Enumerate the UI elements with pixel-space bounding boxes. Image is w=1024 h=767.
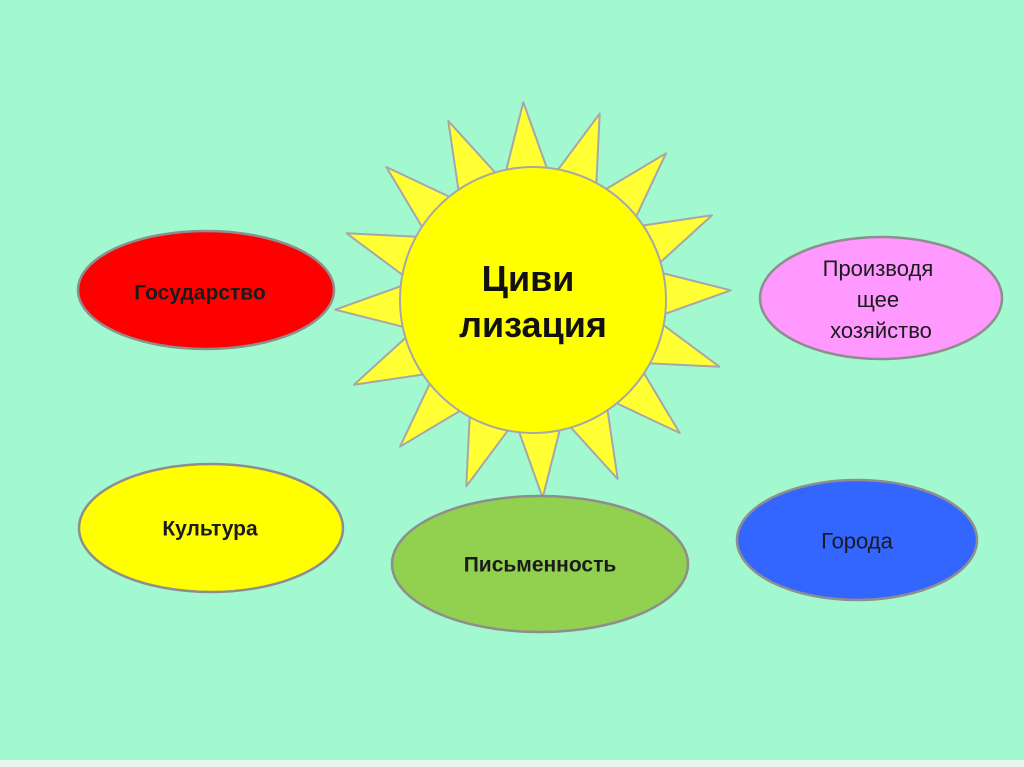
bubble-proizvodyashchee-line-2: щее xyxy=(857,287,899,312)
sun-ray xyxy=(504,102,549,177)
bubble-kultura: Культура xyxy=(79,464,343,592)
bubble-goroda-label: Города xyxy=(821,529,894,554)
bubble-proizvodyashchee-line-3: хозяйство xyxy=(830,318,932,343)
sun-ray xyxy=(335,284,410,329)
bubble-proizvodyashchee-line-1: Производя xyxy=(823,256,934,281)
sun-ray xyxy=(517,423,562,498)
bubble-pismennost: Письменность xyxy=(392,496,688,632)
sun: Циви лизация xyxy=(335,102,731,498)
bubble-proizvodyashchee: Производя щее хозяйство xyxy=(760,237,1002,359)
sun-ray xyxy=(656,271,731,316)
bubble-gosudarstvo-label: Государство xyxy=(134,282,266,305)
sun-core xyxy=(400,167,666,433)
bubble-goroda: Города xyxy=(737,480,977,600)
bubble-gosudarstvo: Государство xyxy=(78,231,334,349)
sun-label-line-2: лизация xyxy=(459,304,607,345)
bubble-pismennost-label: Письменность xyxy=(464,554,617,577)
sun-label-line-1: Циви xyxy=(482,258,575,299)
bubble-kultura-label: Культура xyxy=(162,518,258,541)
